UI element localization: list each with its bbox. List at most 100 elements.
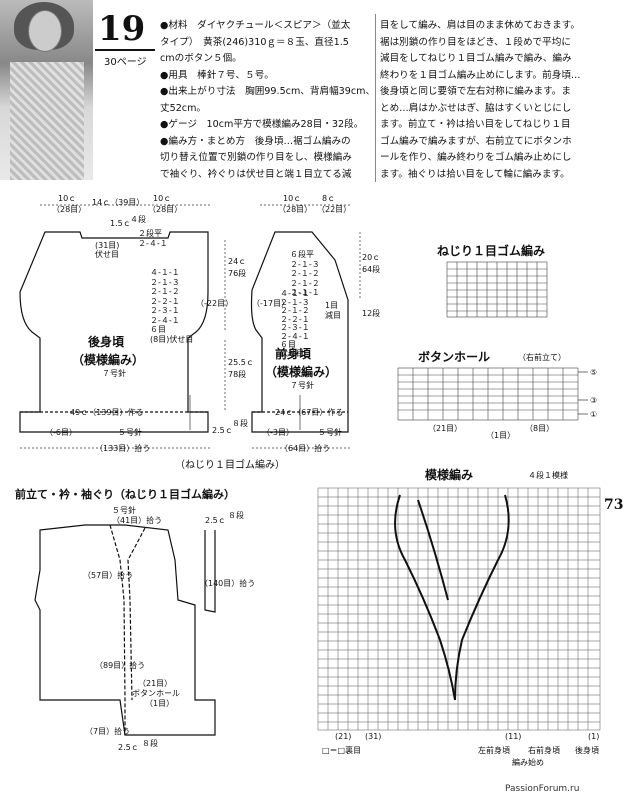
front-title: 前身頃 [275, 347, 312, 361]
page-reference: 30ページ [104, 57, 147, 68]
band-vest-outline [34, 524, 216, 736]
instruction-column-2: 目をして編み、肩は目のまま休めておきます。 裾は別鎖の作り目をほどき、１段めで平… [380, 18, 581, 183]
bh-row-1: ① [590, 410, 598, 419]
front-hem-needle: ５号針 [318, 428, 342, 437]
rib-caption: （ねじり１目ゴム編み） [175, 460, 285, 471]
pattern-chart-columns [327, 488, 589, 730]
instruction-line: ●材料 ダイヤクチュール＜スピア＞（並太 [160, 20, 351, 31]
pattern-repeat: ４段１模様 [528, 471, 568, 480]
back-body-outline [19, 231, 209, 433]
pattern-bottom-right: 後身頃 [575, 746, 599, 755]
band-hole-count: （21目） [138, 679, 173, 688]
model-photo [0, 0, 93, 180]
bh-row-3: ③ [590, 396, 598, 405]
instruction-line: ●編み方・まとめ方 後身頃…裾ゴム編みの [160, 135, 351, 147]
front-neck-decreases: ６段平 ２-１-３ ２-１-２ ２-１-２ ２-１-１ [290, 250, 320, 297]
front-width-right-st: （22目） [317, 205, 352, 214]
front-body-outline [250, 231, 349, 433]
band-hole-sub: （1目） [145, 699, 175, 708]
instruction-line: タイプ） 黄茶(246)310ｇ＝８玉、直径1.5 [160, 36, 349, 48]
back-armhole-decreases: ４-１-１ ２-１-３ ２-１-２ ２-２-１ ２-３-１ ２-４-１ ６目 (… [150, 268, 194, 344]
band-lower-pickup: （89目）拾う [95, 661, 146, 670]
back-len-mid: 25.5ｃ [228, 358, 254, 367]
back-len-bot: 2.5ｃ [212, 426, 233, 435]
front-width-right: 8ｃ [322, 194, 336, 203]
back-neck-dec2: ２-４-１ [138, 239, 168, 248]
back-side-minus: （-22目） [196, 299, 234, 308]
front-len-top-rows: 64段 [362, 265, 381, 274]
instruction-line: ●出来上がり寸法 胸囲99.5cm、背肩幅39cm、 [160, 86, 376, 97]
front-hem-pickup: （64目）拾う [280, 444, 331, 453]
bh-count-8: （8目） [525, 424, 555, 433]
pattern-chart-title: 模様編み [425, 468, 474, 482]
pattern-chart-grid [317, 487, 601, 731]
pattern-num-1: (1) [588, 732, 600, 741]
front-hem-minus: （-3目） [262, 428, 294, 437]
pattern-number: 19 [98, 9, 146, 49]
back-neck-bind2: 伏せ目 [95, 250, 119, 259]
instruction-line: 減目をしてねじり１目ゴム編みで編み、編み [380, 53, 572, 64]
front-len-top: 20ｃ [362, 253, 381, 262]
bh-row-5: ⑤ [590, 368, 598, 377]
band-width2: 2.5ｃ [118, 743, 139, 752]
bh-count-1: （1目） [486, 431, 516, 440]
instruction-line: ます。袖ぐりは拾い目をして輪に編みます。 [380, 168, 570, 180]
band-arm-pickup: （140目）拾う [200, 579, 256, 588]
front-band-line2 [127, 527, 146, 701]
back-len-top: 24ｃ [228, 257, 247, 266]
front-side-minus: （-17目） [252, 299, 290, 308]
back-neck-height: 1.5ｃ [110, 219, 131, 228]
face-shape [28, 10, 62, 52]
back-len-top-rows: 76段 [228, 269, 247, 278]
column-divider [375, 14, 376, 182]
band-width-rows: ８段 [228, 511, 244, 520]
pattern-num-11: (11) [505, 732, 522, 741]
band-needle: ５号針 [112, 506, 136, 515]
instruction-line: 後身頃と同じ要領で左右対称に編みます。ま [380, 86, 571, 97]
bh-chart-sub: （右前立て） [518, 353, 566, 362]
instruction-line: ゴム編みで編みますが、右前立てにボタンホ [380, 135, 572, 147]
back-len-mid-rows: 78段 [228, 370, 247, 379]
band-neck-pickup: （41目）拾う [112, 516, 163, 525]
band-hole-label: ボタンホール [132, 689, 180, 698]
bh-chart-title: ボタンホール [418, 350, 491, 364]
band-bottom-pickup: （7目）拾う [85, 727, 131, 736]
back-width-left: 10ｃ [58, 194, 77, 203]
buttonhole-chart-grid [397, 367, 579, 421]
bh-count-21: （21目） [428, 424, 463, 433]
front-needle: ７号針 [290, 381, 314, 390]
back-hem-width: 49ｃ（139目）作る [70, 408, 144, 417]
front-hem-width: 24ｃ（67目）作る [275, 408, 344, 417]
rib-chart-grid [446, 261, 548, 318]
back-width-right: 10ｃ [153, 194, 172, 203]
instruction-line: ールを作り、編み終わりをゴム編み止めにし [380, 152, 572, 163]
cable-motif [394, 494, 510, 701]
band-width2-rows: ８段 [142, 739, 158, 748]
front-subtitle: （模様編み） [265, 365, 338, 379]
instruction-line: とめ…肩はかぶせはぎ、脇はすくいとじにし [380, 102, 572, 114]
instruction-line: ●用具 棒針７号、５号。 [160, 69, 274, 81]
back-needle: ７号針 [102, 369, 126, 378]
buttonhole-row-arrows [578, 371, 588, 415]
band-title: 前立て・衿・袖ぐり（ねじり１目ゴム編み） [15, 488, 235, 501]
front-width-left-st: （28目） [278, 205, 313, 214]
pattern-start: 編み始め [512, 758, 544, 767]
back-hem-needle: ５号針 [118, 428, 142, 437]
instruction-line: 裾は別鎖の作り目をほどき、１段めで平均に [380, 36, 571, 48]
back-neck-rows: ４段 [130, 215, 146, 224]
instruction-line: 終わりを１目ゴム編み止めにします。前身頃… [380, 69, 581, 81]
watermark: PassionForum.ru [505, 784, 580, 794]
pattern-num-21: (21) [335, 732, 352, 741]
band-width: 2.5ｃ [205, 516, 226, 525]
front-neck-label: 減目 [325, 311, 341, 320]
front-neck-right: 1目 [325, 301, 339, 310]
front-armhole-decreases: ４-１-１ ２-１-３ ２-１-２ ２-２-１ ２-３-１ ２-４-１ ６目 伏… [280, 289, 310, 358]
instruction-line: cmのボタン５個。 [160, 53, 242, 64]
page-number: 73 [604, 497, 624, 513]
back-neck-dec1: ２段平 [138, 229, 162, 238]
instruction-line: で袖ぐり、衿ぐりは伏せ目と端１目立てる減 [160, 168, 352, 180]
pattern-num-31: (31) [365, 732, 382, 741]
instruction-line: 切り替え位置で別鎖の作り目をし、模様編み [160, 152, 352, 163]
vest-shape [10, 62, 84, 180]
front-width-left: 10ｃ [283, 194, 302, 203]
